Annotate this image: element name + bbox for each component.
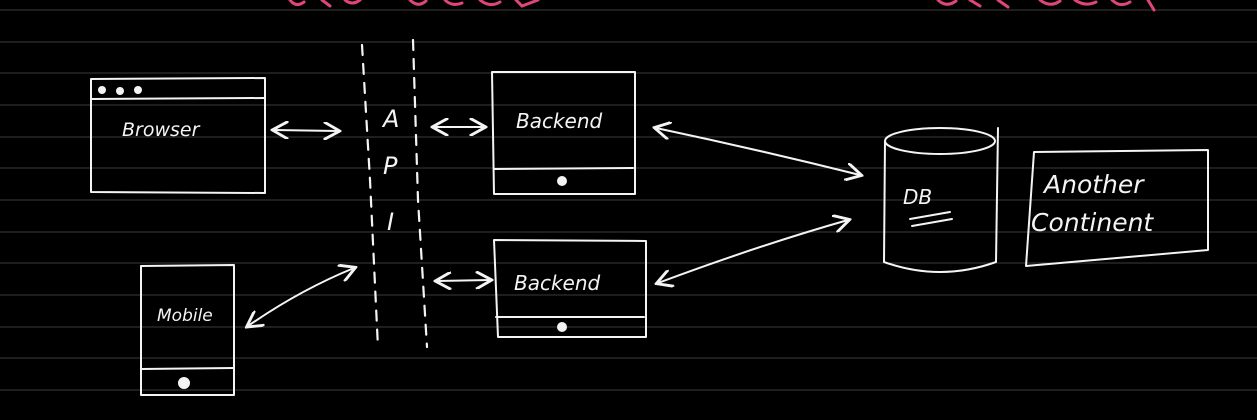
api-letter-a: A <box>381 105 399 133</box>
ruled-lines <box>0 9 1257 391</box>
backend-top-box: Backend <box>491 71 636 195</box>
mobile-api-arrow <box>248 268 354 326</box>
api-layer: A P I <box>360 38 429 350</box>
server-indicator-icon <box>557 322 567 332</box>
browser-window-box: Browser <box>90 77 266 194</box>
home-button-icon <box>178 377 190 389</box>
browser-label: Browser <box>122 119 201 141</box>
backend-bottom-box: Backend <box>493 239 647 338</box>
database-cylinder: DB <box>883 127 999 273</box>
another-continent-line1: Another <box>1042 170 1145 199</box>
window-dot-icon <box>116 87 124 95</box>
connection-arrows <box>248 127 860 326</box>
api-letter-i: I <box>387 208 394 236</box>
window-dot-icon <box>134 86 142 94</box>
window-dot-icon <box>98 86 106 94</box>
another-continent-line2: Continent <box>1031 208 1154 237</box>
backend-bottom-label: Backend <box>514 271 601 295</box>
browser-api-arrow <box>274 130 338 131</box>
another-continent-box: Another Continent <box>1025 149 1209 267</box>
backend-bottom-db-arrow <box>658 220 848 283</box>
api-backend-bottom-arrow <box>437 280 490 281</box>
mobile-label: Mobile <box>157 306 213 326</box>
cropped-pink-heading-right <box>936 0 1156 12</box>
cropped-pink-heading-left <box>288 0 540 8</box>
backend-top-db-arrow <box>656 128 860 175</box>
server-indicator-icon <box>557 176 567 186</box>
db-label: DB <box>903 185 932 209</box>
backend-top-label: Backend <box>516 109 603 133</box>
mobile-device-box: Mobile <box>140 264 235 396</box>
api-letter-p: P <box>383 152 398 180</box>
